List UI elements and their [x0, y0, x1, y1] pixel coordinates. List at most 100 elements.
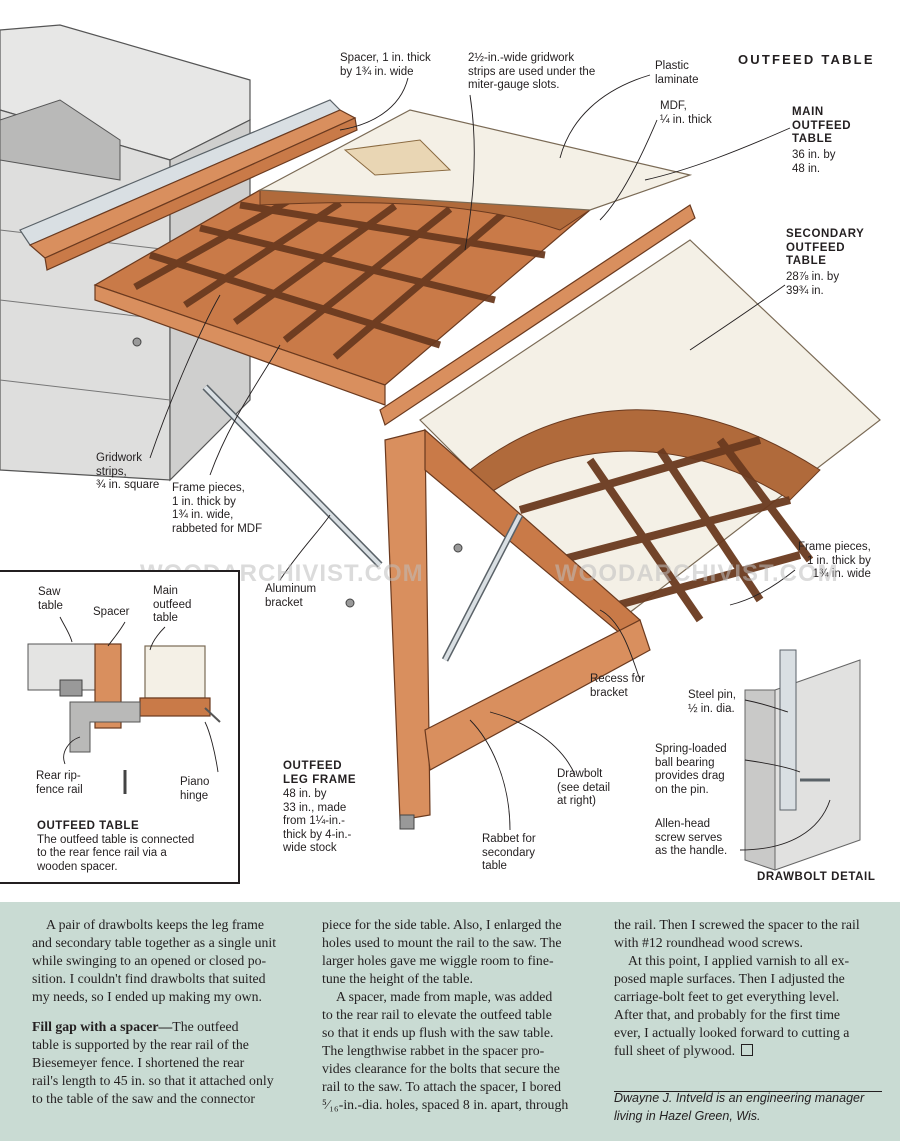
article-line: The lengthwise rabbet in the spacer pro-	[322, 1042, 592, 1060]
label-main-outfeed-table: MAIN OUTFEED TABLE	[792, 106, 852, 145]
article-line-text: The outfeed	[172, 1019, 239, 1034]
label-frame-pieces-right: Frame pieces, 1 in. thick by 1¾ in. wide	[798, 541, 871, 580]
label-drawbolt: Drawbolt (see detail at right)	[557, 768, 611, 807]
aluminum-bracket	[202, 384, 524, 662]
article-line-text: sition. I couldn't find drawbolts that s…	[32, 971, 266, 986]
article-line-text: Biesemeyer fence. I shortened the rear	[32, 1055, 245, 1070]
label-rabbet-secondary: Rabbet for secondary table	[482, 833, 536, 872]
article-line: holes used to mount the rail to the saw.…	[322, 934, 592, 952]
article-line-text: table is supported by the rear rail of t…	[32, 1037, 249, 1052]
article-line: and secondary table together as a single…	[32, 934, 302, 952]
article-line: full sheet of plywood.	[614, 1042, 884, 1060]
article-line: larger holes gave me wiggle room to fine…	[322, 952, 592, 970]
label-aluminum-bracket: Aluminum bracket	[265, 583, 317, 609]
article-line-text: my needs, so I ended up making my own.	[32, 989, 262, 1004]
article-line-text: A spacer, made from maple, was added	[336, 989, 553, 1004]
article-line: A spacer, made from maple, was added	[322, 988, 592, 1006]
article-column-3: the rail. Then I screwed the spacer to t…	[614, 916, 884, 1060]
article-line-text: tune the height of the table.	[322, 971, 473, 986]
label-gridwork-strips-left: Gridwork strips, ¾ in. square	[96, 452, 160, 491]
inset-label-spacer: Spacer	[93, 606, 130, 618]
article-line: to the rear rail to elevate the outfeed …	[322, 1006, 592, 1024]
article-line: At this point, I applied varnish to all …	[614, 952, 884, 970]
article-line: while swinging to an opened or closed po…	[32, 952, 302, 970]
article-line-text: After that, and probably for the first t…	[614, 1007, 841, 1022]
article-line-text: rail's length to 45 in. so that it attac…	[32, 1073, 274, 1088]
label-spacer: Spacer, 1 in. thick by 1¾ in. wide	[340, 52, 431, 78]
article-line: the rail. Then I screwed the spacer to t…	[614, 916, 884, 934]
section-title: OUTFEED TABLE	[738, 52, 875, 67]
article-line: to the table of the saw and the connecto…	[32, 1090, 302, 1108]
article-line: carriage-bolt feet to get everything lev…	[614, 988, 884, 1006]
paragraph-gap	[32, 1006, 302, 1018]
run-in-heading: Fill gap with a spacer—	[32, 1019, 173, 1034]
article-line-text: rail to the saw. To attach the spacer, I…	[322, 1079, 562, 1094]
article-line-text: larger holes gave me wiggle room to fine…	[322, 953, 554, 968]
article-line: ⁵⁄₁₆-in.-dia. holes, spaced 8 in. apart,…	[322, 1096, 592, 1114]
inset-label-rear-rip-fence-rail: Rear rip- fence rail	[36, 770, 83, 796]
outfeed-table-illustration: OUTFEED TABLE Spacer, 1 in. thick by 1¾ …	[0, 24, 881, 884]
leader-lines	[149, 74, 831, 851]
inset-label-main-outfeed-table: Main outfeed table	[153, 585, 192, 624]
inset-panel	[0, 570, 240, 884]
article-line: rail's length to 45 in. so that it attac…	[32, 1072, 302, 1090]
inset-caption: OUTFEED TABLE The outfeed table is conne…	[37, 820, 195, 873]
article-line: posed maple surfaces. Then I adjusted th…	[614, 970, 884, 988]
article-line-text: holes used to mount the rail to the saw.…	[322, 935, 562, 950]
article-line-text: the rail. Then I screwed the spacer to t…	[614, 917, 860, 932]
label-frame-pieces-left: Frame pieces, 1 in. thick by 1¾ in. wide…	[172, 482, 263, 535]
article-line-text: to the table of the saw and the connecto…	[32, 1091, 255, 1106]
label-secondary-outfeed-dims: 28⅞ in. by 39¾ in.	[786, 271, 840, 297]
label-secondary-outfeed-table: SECONDARY OUTFEED TABLE	[786, 228, 865, 267]
article-line-text: ⁵⁄₁₆-in.-dia. holes, spaced 8 in. apart,…	[322, 1097, 569, 1112]
article-line-text: posed maple surfaces. Then I adjusted th…	[614, 971, 845, 986]
article-line: my needs, so I ended up making my own.	[32, 988, 302, 1006]
label-recess-for-bracket: Recess for bracket	[590, 673, 645, 699]
label-mdf: MDF, ¼ in. thick	[660, 100, 712, 126]
article-line-text: ever, I actually looked forward to cutti…	[614, 1025, 850, 1040]
article-line: Fill gap with a spacer—The outfeed	[32, 1018, 302, 1036]
article-line: After that, and probably for the first t…	[614, 1006, 884, 1024]
article-line-text: vides clearance for the bolts that secur…	[322, 1061, 560, 1076]
label-steel-pin: Steel pin, ½ in. dia.	[688, 689, 736, 715]
byline-rule	[614, 1091, 882, 1092]
inset-label-saw-table: Saw table	[38, 586, 63, 612]
article-line-text: so that it ends up flush with the saw ta…	[322, 1025, 554, 1040]
rear-rail-and-spacer	[19, 99, 358, 271]
label-outfeed-leg-frame-dims: 48 in. by 33 in., made from 1¼-in.- thic…	[283, 788, 352, 854]
end-mark	[741, 1044, 754, 1056]
label-allen-head: Allen-head screw serves as the handle.	[655, 818, 728, 857]
article-column-1: A pair of drawbolts keeps the leg frame a…	[32, 916, 302, 1108]
article-line: with #12 roundhead wood screws.	[614, 934, 884, 952]
label-spring-loaded: Spring-loaded ball bearing provides drag…	[655, 743, 727, 796]
article-line: Biesemeyer fence. I shortened the rear	[32, 1054, 302, 1072]
article-line-text: while swinging to an opened or closed po…	[32, 953, 267, 968]
article-line-text: carriage-bolt feet to get everything lev…	[614, 989, 840, 1004]
author-byline: Dwayne J. Intveld is an engineering mana…	[614, 1091, 865, 1123]
article-line-text: A pair of drawbolts keeps the leg frame	[46, 917, 264, 932]
article-line: tune the height of the table.	[322, 970, 592, 988]
leg-frame	[384, 428, 651, 830]
label-main-outfeed-dims: 36 in. by 48 in.	[792, 149, 836, 175]
article-line: A pair of drawbolts keeps the leg frame	[32, 916, 302, 934]
exploded-view-drawing	[0, 24, 881, 871]
drawbolt-detail-drawing	[744, 649, 861, 871]
inset-label-piano-hinge: Piano hinge	[180, 776, 210, 802]
article-column-2: piece for the side table. Also, I enlarg…	[322, 916, 592, 1114]
article-line-text: with #12 roundhead wood screws.	[614, 935, 803, 950]
label-plastic-laminate: Plastic laminate	[655, 60, 699, 86]
drawbolt-detail-title: DRAWBOLT DETAIL	[757, 871, 876, 883]
watermark-repeat: WOODARCHIVIST.COM	[555, 560, 839, 587]
article-line: so that it ends up flush with the saw ta…	[322, 1024, 592, 1042]
inset-cross-section	[27, 616, 221, 794]
article-line: sition. I couldn't find drawbolts that s…	[32, 970, 302, 988]
article-line: rail to the saw. To attach the spacer, I…	[322, 1078, 592, 1096]
label-outfeed-leg-frame: OUTFEED LEG FRAME	[283, 760, 357, 786]
article-line-text: At this point, I applied varnish to all …	[628, 953, 850, 968]
article-line: ever, I actually looked forward to cutti…	[614, 1024, 884, 1042]
article-line-text: The lengthwise rabbet in the spacer pro-	[322, 1043, 545, 1058]
label-gridwork-strips-top: 2½-in.-wide gridwork strips are used und…	[468, 52, 596, 91]
article-line: vides clearance for the bolts that secur…	[322, 1060, 592, 1078]
article-text-panel: A pair of drawbolts keeps the leg frame a…	[0, 902, 900, 1141]
article-line-text: and secondary table together as a single…	[32, 935, 277, 950]
